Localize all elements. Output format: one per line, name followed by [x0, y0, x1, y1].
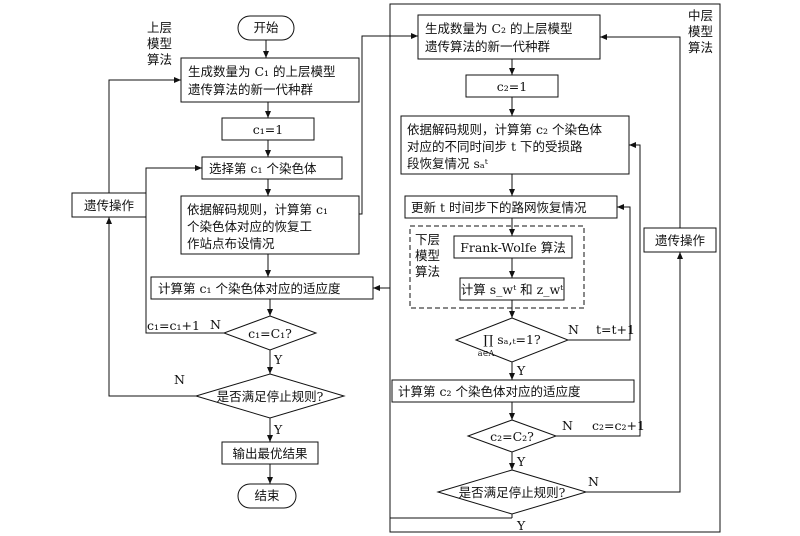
svg-text:生成数量为 C₂ 的上层模型: 生成数量为 C₂ 的上层模型: [425, 21, 573, 36]
svg-text:选择第 c₁ 个染色体: 选择第 c₁ 个染色体: [209, 161, 317, 176]
middle-decode-box: 依据解码规则，计算第 c₂ 个染色体 对应的不同时间步 t 下的受损路 段恢复情…: [400, 115, 630, 175]
svg-text:N: N: [568, 322, 579, 337]
svg-text:N: N: [174, 372, 185, 387]
svg-text:N: N: [210, 317, 221, 332]
svg-text:Y: Y: [516, 363, 526, 378]
start-node: 开始: [237, 15, 295, 41]
svg-text:模型: 模型: [147, 36, 172, 51]
middle-model-frame: [389, 3, 721, 533]
output-box: 输出最优结果: [221, 441, 319, 465]
svg-text:计算第 c₁ 个染色体对应的适应度: 计算第 c₁ 个染色体对应的适应度: [158, 281, 341, 296]
c1-compare-diamond: c₁=C₁?: [222, 315, 318, 351]
svg-text:遗传操作: 遗传操作: [655, 233, 706, 248]
svg-text:是否满足停止规则?: 是否满足停止规则?: [217, 389, 324, 404]
middle-fitness-box: 计算第 c₂ 个染色体对应的适应度: [391, 379, 635, 403]
svg-text:N: N: [562, 418, 573, 433]
upper-side-label: 上层 模型 算法: [147, 20, 172, 67]
upper-fitness-box: 计算第 c₁ 个染色体对应的适应度: [150, 276, 374, 300]
svg-text:生成数量为 C₁ 的上层模型: 生成数量为 C₁ 的上层模型: [188, 64, 336, 79]
svg-text:Y: Y: [273, 422, 283, 437]
svg-text:对应的不同时间步 t 下的受损路: 对应的不同时间步 t 下的受损路: [407, 139, 583, 154]
upper-stop-diamond: 是否满足停止规则?: [194, 373, 346, 419]
c1-init-box: c₁=1: [221, 117, 315, 141]
svg-text:模型: 模型: [688, 24, 713, 39]
svg-text:段恢复情况 sₐᵗ: 段恢复情况 sₐᵗ: [407, 156, 489, 171]
svg-text:依据解码规则，计算第 c₁: 依据解码规则，计算第 c₁: [187, 202, 328, 217]
svg-text:作站点布设情况: 作站点布设情况: [187, 236, 275, 251]
c2-compare-diamond: c₂=C₂?: [466, 419, 558, 453]
svg-text:算法: 算法: [415, 264, 440, 279]
middle-gen-pop-box: 生成数量为 C₂ 的上层模型 遗传算法的新一代种群: [417, 14, 601, 60]
svg-text:下层: 下层: [415, 232, 440, 247]
middle-genetic-op-box: 遗传操作: [643, 227, 717, 253]
update-network-box: 更新 t 时间步下的路网恢复情况: [404, 195, 618, 219]
svg-text:个染色体对应的恢复工: 个染色体对应的恢复工: [187, 219, 312, 234]
c1-increment-label: c₁=c₁+1: [147, 318, 200, 333]
middle-stop-diamond: 是否满足停止规则?: [436, 469, 588, 515]
upper-decode-box: 依据解码规则，计算第 c₁ 个染色体对应的恢复工 作站点布设情况: [180, 195, 360, 255]
svg-text:Y: Y: [273, 352, 283, 367]
svg-text:算法: 算法: [147, 52, 172, 67]
middle-yn-labels: N Y N Y N Y: [516, 322, 599, 533]
svg-text:输出最优结果: 输出最优结果: [232, 446, 308, 461]
svg-text:c₂=1: c₂=1: [497, 79, 527, 94]
lower-side-label: 下层 模型 算法: [415, 232, 440, 279]
svg-text:c₁=C₁?: c₁=C₁?: [248, 326, 292, 341]
upper-yn-labels: N Y N Y: [174, 317, 283, 437]
svg-text:模型: 模型: [415, 248, 440, 263]
svg-text:Frank-Wolfe 算法: Frank-Wolfe 算法: [460, 240, 566, 255]
svg-text:计算 s_wᵗ 和 z_wᵗ: 计算 s_wᵗ 和 z_wᵗ: [461, 282, 564, 297]
svg-text:结束: 结束: [254, 488, 280, 503]
calc-sw-zw-box: 计算 s_wᵗ 和 z_wᵗ: [459, 277, 565, 301]
svg-text:中层: 中层: [688, 8, 713, 23]
c2-init-box: c₂=1: [465, 74, 559, 98]
middle-arrows: [509, 34, 683, 518]
svg-text:Y: Y: [516, 454, 526, 469]
upper-gen-pop-box: 生成数量为 C₁ 的上层模型 遗传算法的新一代种群: [180, 57, 360, 103]
svg-text:是否满足停止规则?: 是否满足停止规则?: [459, 485, 566, 500]
svg-text:计算第 c₂ 个染色体对应的适应度: 计算第 c₂ 个染色体对应的适应度: [398, 384, 581, 399]
svg-text:遗传算法的新一代种群: 遗传算法的新一代种群: [425, 39, 551, 54]
c2-increment-label: c₂=c₂+1: [592, 418, 645, 433]
end-node: 结束: [237, 483, 297, 509]
svg-text:算法: 算法: [688, 40, 713, 55]
product-condition-diamond: ∏ sₐ,ₜ=1? a∈A: [454, 317, 570, 363]
svg-text:c₁=1: c₁=1: [253, 122, 283, 137]
svg-text:依据解码规则，计算第 c₂ 个染色体: 依据解码规则，计算第 c₂ 个染色体: [407, 122, 602, 137]
svg-text:更新 t 时间步下的路网恢复情况: 更新 t 时间步下的路网恢复情况: [411, 200, 587, 215]
svg-text:N: N: [588, 474, 599, 489]
select-chromosome-box: 选择第 c₁ 个染色体: [201, 156, 343, 180]
svg-text:Y: Y: [516, 518, 526, 533]
svg-text:上层: 上层: [147, 20, 172, 35]
svg-text:a∈A: a∈A: [478, 349, 495, 358]
svg-text:开始: 开始: [253, 20, 279, 35]
middle-side-label: 中层 模型 算法: [688, 8, 713, 55]
upper-genetic-op-box: 遗传操作: [71, 192, 147, 218]
svg-text:遗传操作: 遗传操作: [84, 198, 135, 213]
frank-wolfe-box: Frank-Wolfe 算法: [453, 235, 573, 259]
svg-text:c₂=C₂?: c₂=C₂?: [490, 429, 534, 444]
svg-text:∏ sₐ,ₜ=1?: ∏ sₐ,ₜ=1?: [483, 332, 541, 347]
svg-text:遗传算法的新一代种群: 遗传算法的新一代种群: [188, 82, 314, 97]
t-increment-label: t=t+1: [596, 322, 635, 337]
